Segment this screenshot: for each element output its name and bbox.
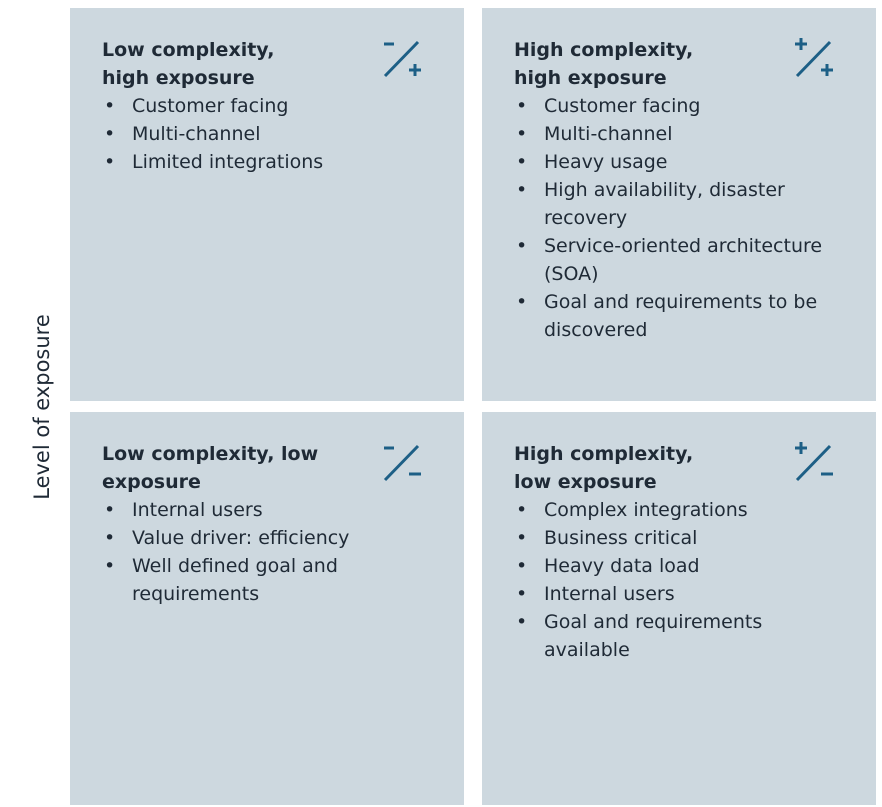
quadrant-list: Internal users Value driver: efficiency …: [102, 496, 440, 608]
list-item: Multi-channel: [102, 120, 412, 148]
list-item: High availability, disaster recovery: [514, 176, 824, 232]
plus-plus-icon: [795, 38, 833, 78]
list-item: Goal and requirements available: [514, 608, 824, 664]
list-item: Customer facing: [102, 92, 412, 120]
y-axis-label: Level of exposure: [30, 314, 54, 500]
list-item: Complex integrations: [514, 496, 824, 524]
list-item: Service-oriented architecture (SOA): [514, 232, 824, 288]
quadrant-list: Customer facing Multi-channel Heavy usag…: [514, 92, 852, 344]
quadrant-list: Complex integrations Business critical H…: [514, 496, 852, 664]
quadrant-low-complexity-high-exposure: Low complexity, high exposure Customer f…: [70, 8, 464, 401]
list-item: Goal and requirements to be discovered: [514, 288, 824, 344]
list-item: Heavy data load: [514, 552, 824, 580]
minus-plus-icon: [383, 40, 421, 78]
list-item: Customer facing: [514, 92, 824, 120]
quadrant-high-complexity-low-exposure: High complexity, low exposure Complex in…: [482, 412, 876, 805]
quadrant-title: High complexity, low exposure: [514, 443, 694, 493]
list-item: Business critical: [514, 524, 824, 552]
list-item: Multi-channel: [514, 120, 824, 148]
list-item: Limited integrations: [102, 148, 412, 176]
quadrant-low-complexity-low-exposure: Low complexity, low exposure Internal us…: [70, 412, 464, 805]
quadrant-title: Low complexity, low exposure: [102, 443, 319, 493]
minus-minus-icon: [383, 444, 421, 482]
list-item: Well defined goal and requirements: [102, 552, 412, 608]
quadrant-list: Customer facing Multi-channel Limited in…: [102, 92, 440, 176]
quadrant-title: High complexity, high exposure: [514, 39, 694, 89]
quadrant-high-complexity-high-exposure: High complexity, high exposure Customer …: [482, 8, 876, 401]
list-item: Internal users: [102, 496, 412, 524]
list-item: Value driver: efficiency: [102, 524, 412, 552]
list-item: Heavy usage: [514, 148, 824, 176]
plus-minus-icon: [795, 442, 833, 482]
list-item: Internal users: [514, 580, 824, 608]
quadrant-title: Low complexity, high exposure: [102, 39, 275, 89]
